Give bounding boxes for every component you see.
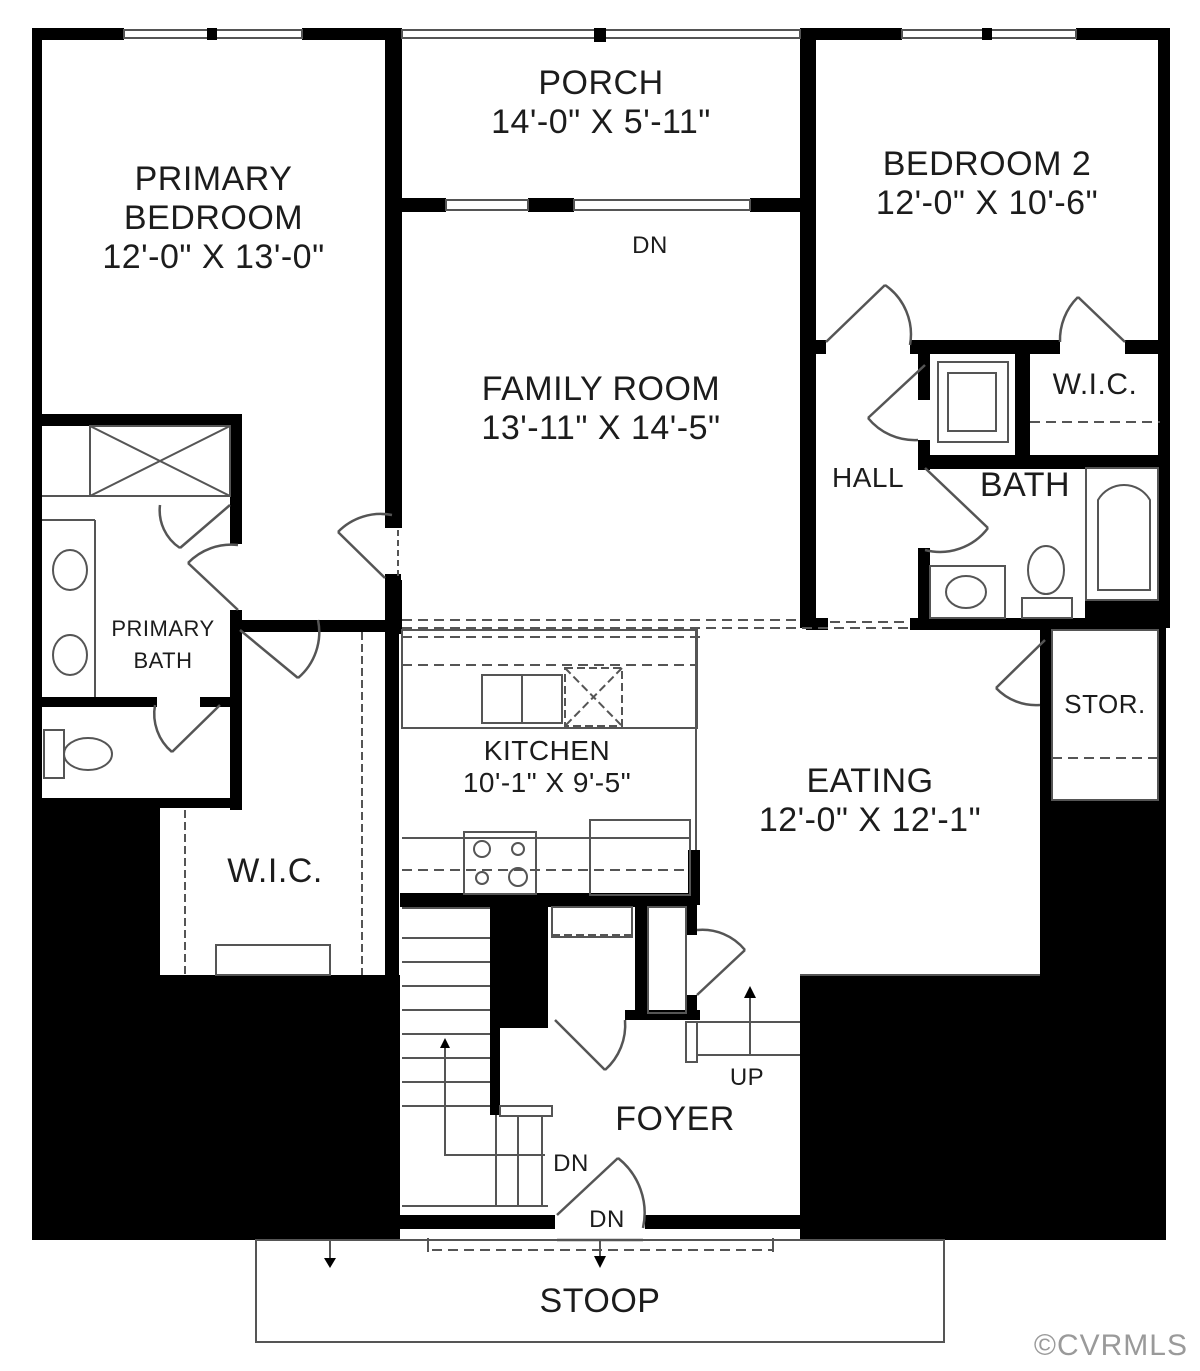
room-storage: STOR. xyxy=(1064,689,1146,719)
room-bedroom-2: BEDROOM 2 12'-0" X 10'-6" xyxy=(816,145,1158,223)
stair-down-label: DN xyxy=(553,1150,589,1177)
room-name: BEDROOM xyxy=(123,199,304,238)
room-bath: BATH xyxy=(979,466,1071,504)
room-name: FAMILY ROOM xyxy=(481,370,721,408)
walls xyxy=(32,28,1170,1240)
fixtures xyxy=(42,361,1160,1207)
room-name: BEDROOM 2 xyxy=(882,145,1092,183)
room-dimensions: 12'-0" X 13'-0" xyxy=(102,238,325,277)
stair-down-label: DN xyxy=(632,232,668,259)
room-name: PRIMARY xyxy=(134,160,293,198)
doors xyxy=(153,283,1126,1242)
room-dimensions: 12'-0" X 10'-6" xyxy=(875,184,1099,223)
room-porch: PORCH 14'-0" X 5'-11" xyxy=(402,64,800,142)
room-name: PRIMARY xyxy=(111,616,215,641)
room-wic-primary: W.I.C. xyxy=(227,852,323,890)
room-stoop: STOOP xyxy=(539,1282,661,1320)
room-dimensions: 13'-11" X 14'-5" xyxy=(481,409,721,448)
room-hall: HALL xyxy=(831,462,905,493)
entry-down-label: DN xyxy=(589,1206,625,1233)
room-name: PORCH xyxy=(538,64,664,102)
room-eating: EATING 12'-0" X 12'-1" xyxy=(700,762,1040,840)
room-primary-bedroom: PRIMARY BEDROOM 12'-0" X 13'-0" xyxy=(42,160,385,277)
room-dimensions: 12'-0" X 12'-1" xyxy=(758,801,982,840)
room-primary-bath: PRIMARY BATH xyxy=(96,613,230,677)
room-foyer: FOYER xyxy=(615,1100,735,1138)
room-kitchen: KITCHEN 10'-1" X 9'-5" xyxy=(402,735,692,799)
room-name: BATH xyxy=(133,648,193,673)
room-name: EATING xyxy=(806,762,934,800)
room-family-room: FAMILY ROOM 13'-11" X 14'-5" xyxy=(402,370,800,448)
stair-up-label: UP xyxy=(729,1064,765,1091)
copyright-watermark: ©CVRMLS xyxy=(1033,1329,1188,1362)
room-dimensions: 10'-1" X 9'-5" xyxy=(462,767,632,799)
room-wic-bedroom2: W.I.C. xyxy=(1052,368,1138,401)
room-name: KITCHEN xyxy=(483,735,611,766)
room-dimensions: 14'-0" X 5'-11" xyxy=(491,103,711,142)
